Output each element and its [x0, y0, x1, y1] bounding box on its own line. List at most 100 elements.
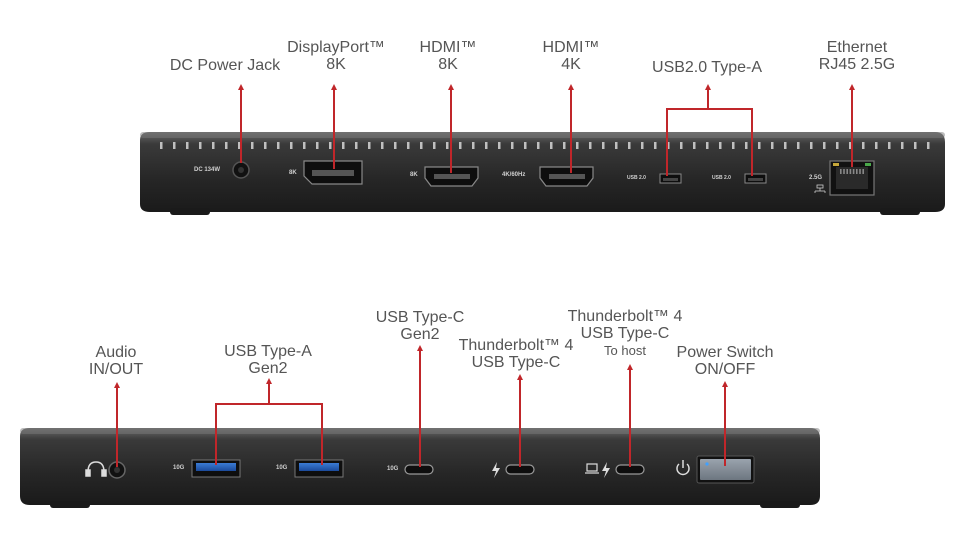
leader-usba-left [215, 403, 217, 465]
device-text-usb2b: USB 2.0 [712, 175, 731, 181]
leader-usba-stem [268, 383, 270, 404]
usb-a-port-2 [294, 459, 344, 478]
label-usbc: USB Type-C Gen2 [375, 309, 465, 343]
device-text-usb2a: USB 2.0 [627, 175, 646, 181]
vent-slot [277, 142, 280, 149]
vent-slot [550, 142, 553, 149]
usb2-port-1 [659, 173, 682, 184]
label-ethernet: Ethernet RJ45 2.5G [818, 39, 896, 73]
arrow-hdmi4k [568, 84, 574, 90]
vent-slot [615, 142, 618, 149]
vent-slot [758, 142, 761, 149]
leader-usb2-bar [666, 108, 752, 110]
vent-slot [589, 142, 592, 149]
vent-slot [381, 142, 384, 149]
ethernet-pin [846, 169, 848, 174]
leader-hdmi4k [570, 89, 572, 173]
vent-slot [563, 142, 566, 149]
leader-tb4host [629, 369, 631, 467]
vent-slot [901, 142, 904, 149]
ethernet-pin [849, 169, 852, 174]
vent-slot [628, 142, 631, 149]
ethernet-pin [843, 169, 845, 174]
vent-slot [264, 142, 267, 149]
device-text-usba1: 10G [173, 465, 185, 471]
arrow-tb4host [627, 364, 633, 370]
device-text-dc: DC 134W [194, 167, 221, 173]
label-tb4host: Thunderbolt™ 4 USB Type-C To host [567, 308, 683, 358]
leader-usba-bar [215, 403, 322, 405]
vent-slot [706, 142, 709, 149]
ethernet-pin [862, 169, 864, 174]
vent-slot [927, 142, 930, 149]
vent-slot [875, 142, 878, 149]
arrow-dp [331, 84, 337, 90]
vent-slot [173, 142, 176, 149]
vent-slot [290, 142, 293, 149]
vent-slot [732, 142, 735, 149]
vent-slot [667, 142, 670, 149]
leader-eth [851, 89, 853, 167]
vent-slot [251, 142, 254, 149]
leader-tb4 [519, 379, 521, 467]
arrow-dc [238, 84, 244, 90]
vent-slot [329, 142, 332, 149]
arrow-audio [114, 382, 120, 388]
leader-usbc [419, 350, 421, 467]
power-switch [696, 455, 755, 484]
label-dc-power: DC Power Jack [169, 57, 281, 74]
ethernet-pin [840, 169, 842, 174]
device-text-dp: 8K [289, 170, 297, 176]
vent-slot [394, 142, 397, 149]
thunderbolt-host-icon [602, 462, 610, 478]
laptop-icon [585, 463, 599, 474]
vent-slot [160, 142, 163, 149]
vent-slot [680, 142, 683, 149]
leader-usb2-left [666, 108, 668, 176]
vent-slot [199, 142, 202, 149]
vent-slot [719, 142, 722, 149]
label-tb4: Thunderbolt™ 4 USB Type-C [458, 337, 574, 371]
leader-dp [333, 89, 335, 169]
vent-slot [355, 142, 358, 149]
network-icon [814, 184, 826, 193]
headphone-icon [85, 461, 107, 477]
vent-slot [303, 142, 306, 149]
leader-dc [240, 89, 242, 163]
vent-slot [862, 142, 865, 149]
displayport-port [303, 160, 363, 185]
arrow-power [722, 381, 728, 387]
dc-power-jack [232, 161, 250, 179]
device-text-eth: 2.5G [809, 175, 823, 181]
vent-slot [537, 142, 540, 149]
vent-slot [511, 142, 514, 149]
ethernet-pin [856, 169, 858, 174]
thunderbolt-icon [492, 462, 500, 478]
device-text-usba2: 10G [276, 465, 288, 471]
label-hdmi-4k: HDMI™ 4K [542, 39, 600, 73]
vent-slot [446, 142, 449, 149]
vent-slot [914, 142, 917, 149]
vent-slot [693, 142, 696, 149]
label-power: Power Switch ON/OFF [676, 344, 774, 378]
leader-hdmi8k [450, 89, 452, 173]
vent-slot [472, 142, 475, 149]
vent-slot [784, 142, 787, 149]
label-hdmi-8k: HDMI™ 8K [419, 39, 477, 73]
vent-slot [225, 142, 228, 149]
ethernet-pin [859, 169, 861, 174]
vent-slot [602, 142, 605, 149]
arrow-tb4 [517, 374, 523, 380]
arrow-usb2 [705, 84, 711, 90]
vent-slot [641, 142, 644, 149]
hdmi-8k-port [424, 166, 479, 187]
leader-usb2-right [751, 108, 753, 176]
vent-slot [212, 142, 215, 149]
vent-slot [433, 142, 436, 149]
arrow-usba [266, 378, 272, 384]
vent-slot [771, 142, 774, 149]
vent-slot [797, 142, 800, 149]
vent-slot [407, 142, 410, 149]
